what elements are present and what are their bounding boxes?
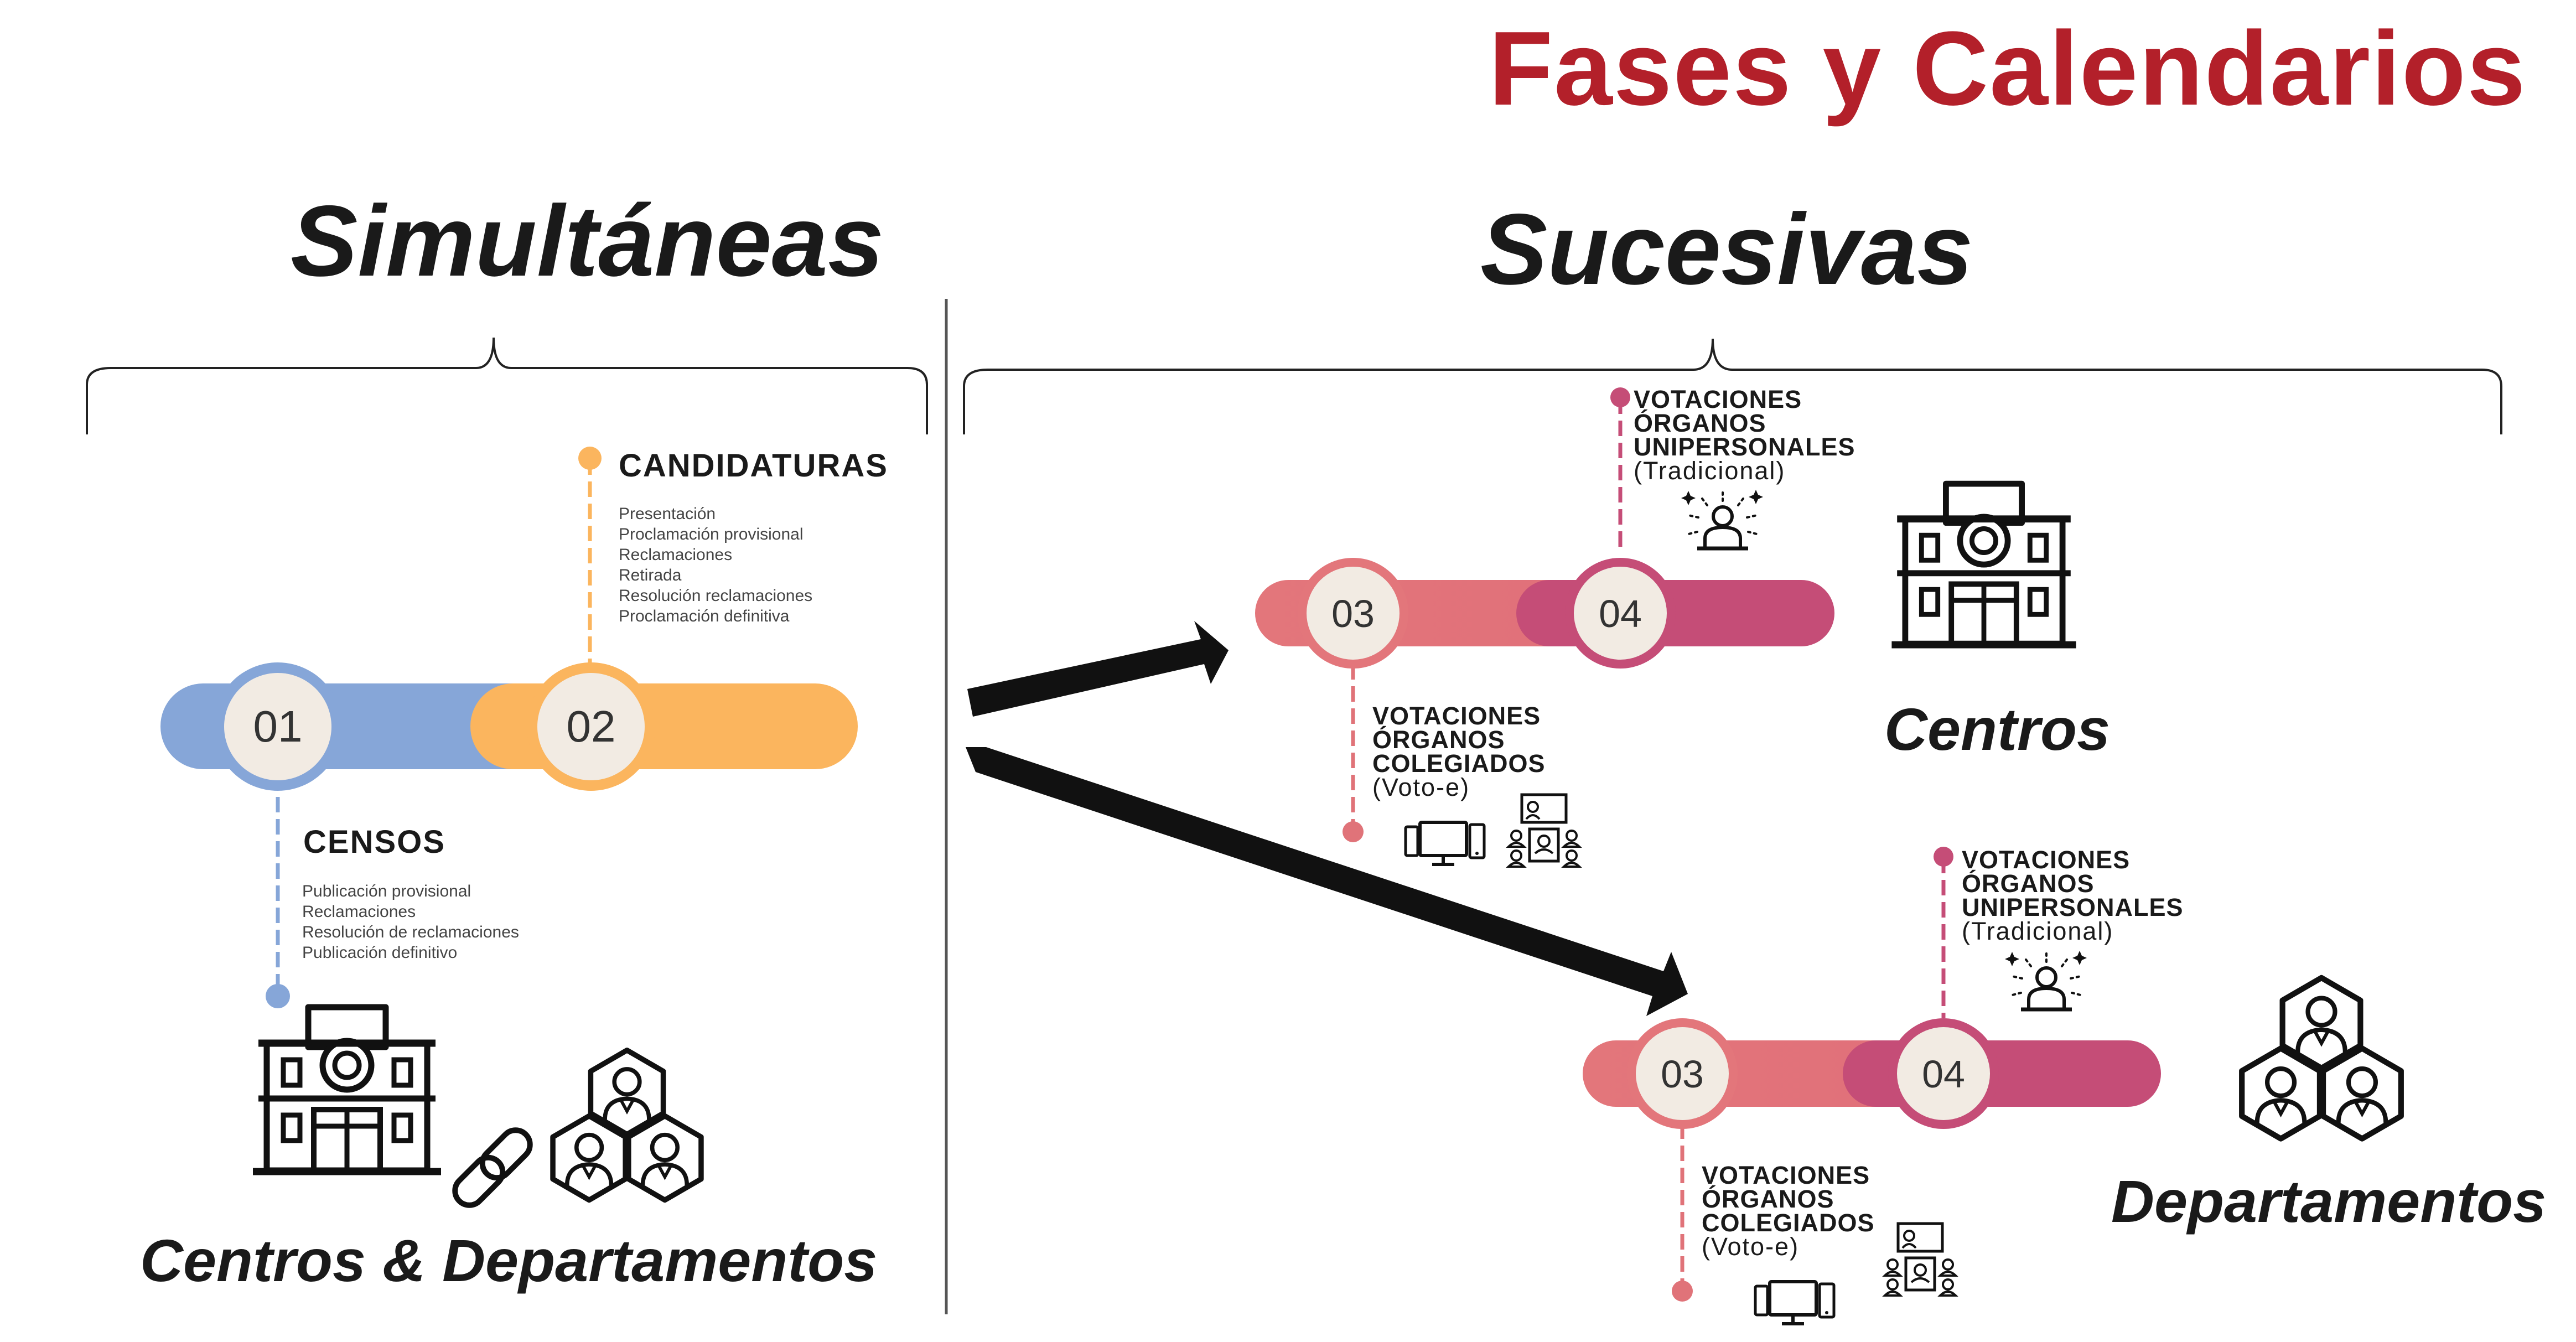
people-hexagon-icon xyxy=(2242,978,2401,1139)
list-item: Presentación xyxy=(619,505,716,523)
arrow-icon xyxy=(967,621,1229,717)
simultaneous-brace xyxy=(86,337,928,434)
list-item: Proclamación provisional xyxy=(619,525,804,543)
phase-01-number: 01 xyxy=(253,702,303,751)
group-label-departamentos: Departamentos xyxy=(2111,1168,2547,1235)
list-item: Resolución de reclamaciones xyxy=(302,923,519,941)
building-icon xyxy=(1891,484,2076,645)
successive-brace xyxy=(963,338,2502,434)
devices-icon xyxy=(1755,1282,1834,1324)
list-item: Reclamaciones xyxy=(619,546,733,564)
phase-timeline-simultaneous: 01 02 xyxy=(160,447,858,1008)
videoconference-icon xyxy=(1509,795,1579,867)
list-item: Reclamaciones xyxy=(302,903,416,921)
centros-phase-03: 03 xyxy=(1331,592,1375,635)
candidaturas-steps-list: Presentación Proclamación provisional Re… xyxy=(619,504,812,626)
videoconference-icon xyxy=(1885,1224,1956,1296)
departamentos-phase-03: 03 xyxy=(1661,1053,1704,1096)
section-title-simultaneous: Simultáneas xyxy=(291,184,884,297)
group-label-centros-departamentos: Centros & Departamentos xyxy=(140,1227,878,1294)
departamentos-colegiados-label: VOTACIONES ÓRGANOS COLEGIADOS (Voto-e) xyxy=(1702,1161,1875,1261)
section-title-successive: Sucesivas xyxy=(1480,193,1973,305)
phase-timeline-centros: 03 04 xyxy=(1255,387,1834,842)
person-idea-icon xyxy=(1681,490,1763,548)
devices-icon xyxy=(1406,822,1484,864)
group-label-centros: Centros xyxy=(1884,696,2111,763)
centros-unipersonales-label: VOTACIONES ÓRGANOS UNIPERSONALES (Tradic… xyxy=(1634,385,1855,485)
building-icon xyxy=(253,1007,441,1172)
departamentos-unipersonales-label: VOTACIONES ÓRGANOS UNIPERSONALES (Tradic… xyxy=(1962,846,2184,945)
list-item: Retirada xyxy=(619,566,682,584)
person-idea-icon xyxy=(2005,951,2087,1009)
censos-steps-list: Publicación provisional Reclamaciones Re… xyxy=(302,881,519,963)
phase-02-number: 02 xyxy=(567,702,616,751)
list-item: Resolución reclamaciones xyxy=(619,587,813,605)
list-item: Proclamación definitiva xyxy=(619,607,790,625)
arrow-icon xyxy=(966,747,1688,1016)
departamentos-phase-04: 04 xyxy=(1922,1053,1965,1096)
people-hexagon-icon xyxy=(553,1050,701,1200)
centros-colegiados-label: VOTACIONES ÓRGANOS COLEGIADOS (Voto-e) xyxy=(1372,702,1546,801)
phase-timeline-departamentos: 03 04 xyxy=(1583,847,2161,1302)
page-title: Fases y Calendarios xyxy=(1489,10,2527,127)
list-item: Publicación provisional xyxy=(302,882,471,900)
list-item: Publicación definitivo xyxy=(302,944,458,962)
centros-phase-04: 04 xyxy=(1599,592,1642,635)
link-icon xyxy=(452,1127,533,1208)
phase-title-candidaturas: CANDIDATURAS xyxy=(619,448,888,484)
phase-title-censos: CENSOS xyxy=(303,824,445,860)
